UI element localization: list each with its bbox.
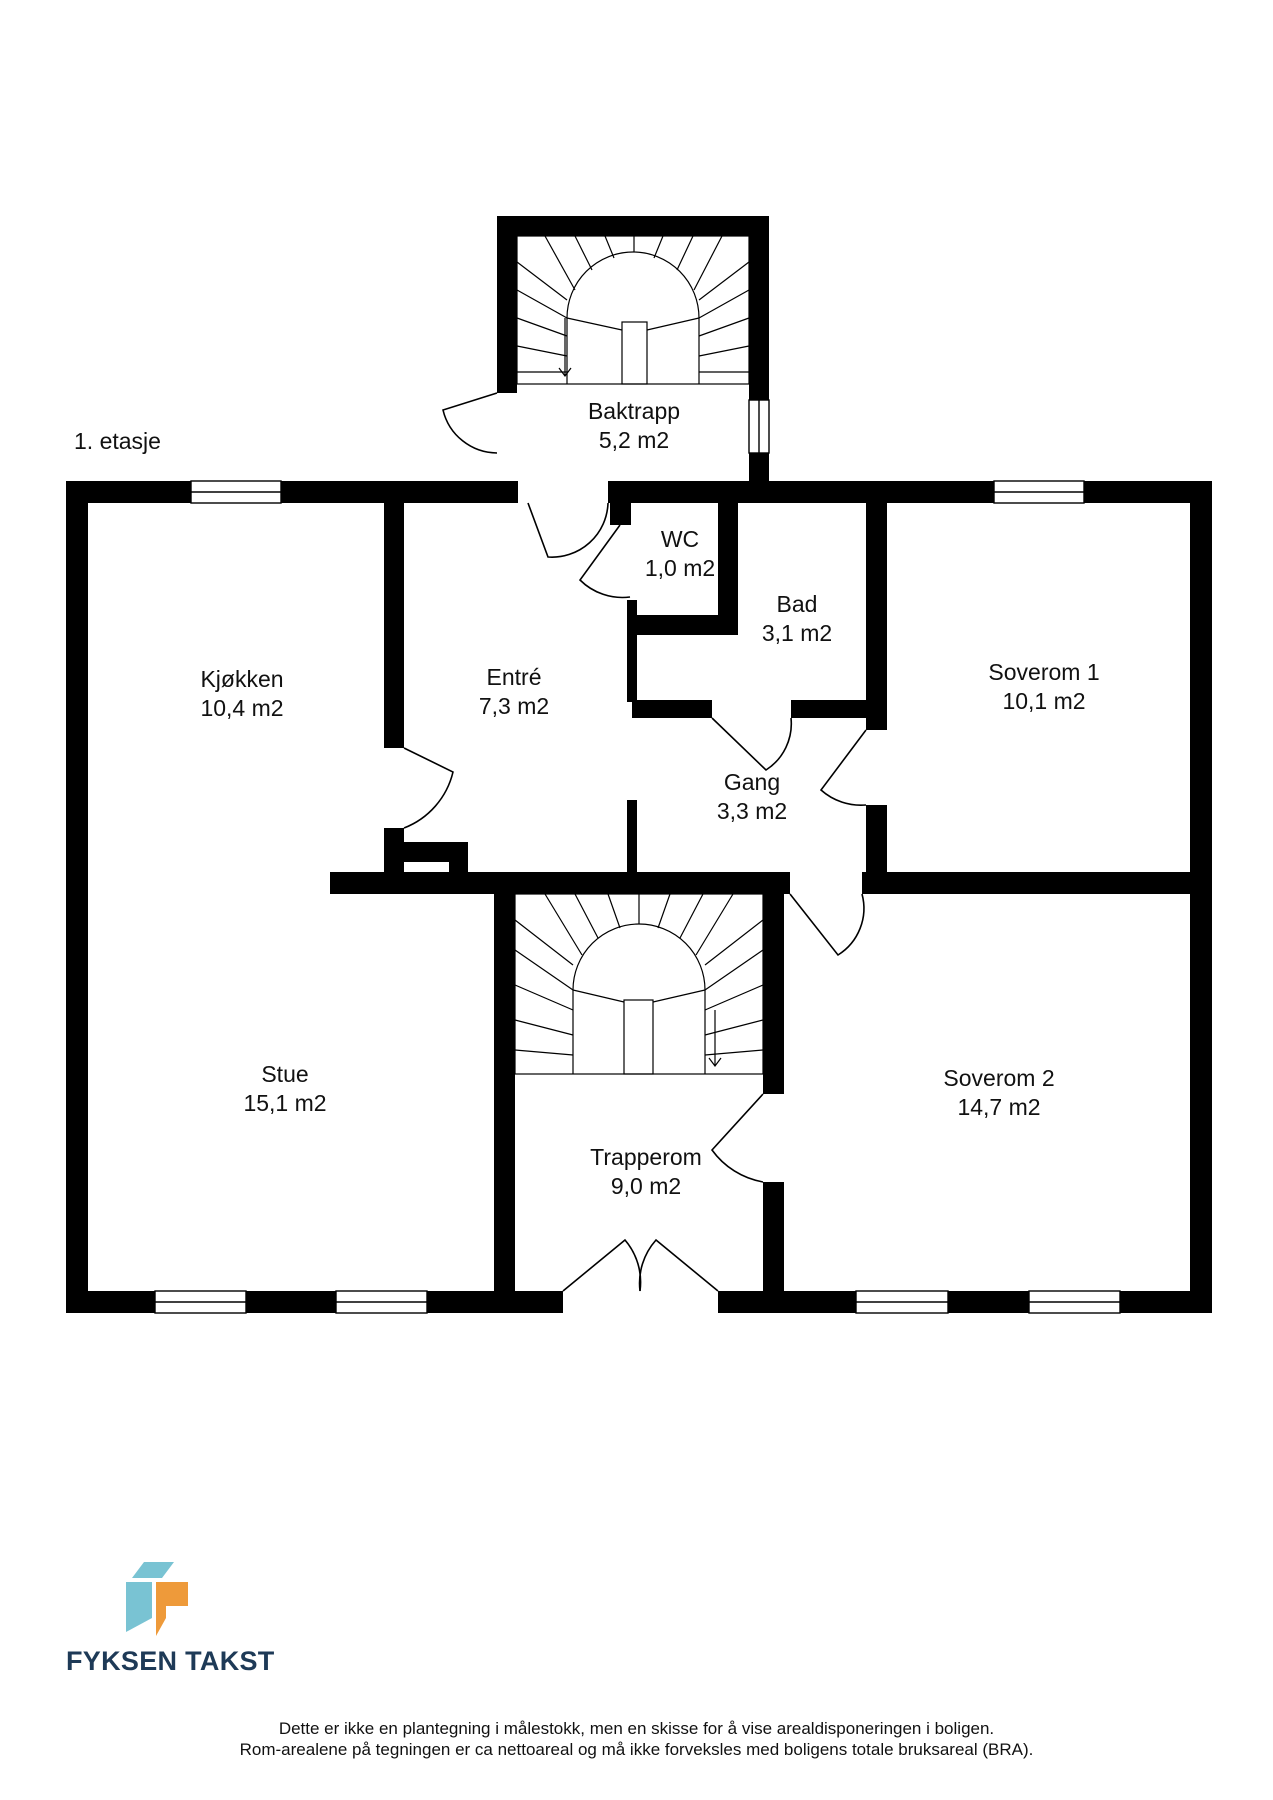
stair-trapperom: [514, 893, 764, 1075]
room-area: 3,1 m2: [761, 620, 833, 646]
room-label-stue: Stue 15,1 m2: [243, 1060, 326, 1118]
door-swings: [403, 392, 867, 1292]
room-area: 7,3 m2: [478, 693, 550, 719]
room-label-entre: Entré 7,3 m2: [479, 663, 549, 721]
room-area: 10,4 m2: [200, 695, 284, 721]
company-logo: FYKSEN TAKST: [66, 1560, 276, 1677]
room-name: Kjøkken: [200, 666, 284, 692]
logo-text: FYKSEN TAKST: [66, 1646, 275, 1676]
room-name: Bad: [776, 591, 818, 617]
room-area: 5,2 m2: [598, 427, 670, 453]
room-area: 14,7 m2: [957, 1094, 1041, 1120]
room-area: 3,3 m2: [716, 798, 788, 824]
room-label-soverom-1: Soverom 1 10,1 m2: [988, 658, 1099, 716]
disclaimer-line-2: Rom-arealene på tegningen er ca nettoare…: [239, 1740, 1034, 1759]
room-name: Soverom 2: [943, 1065, 1055, 1091]
room-label-trapperom: Trapperom 9,0 m2: [590, 1143, 702, 1201]
walls: [66, 216, 1212, 1313]
windows: [154, 399, 1121, 1314]
room-label-kjokken: Kjøkken 10,4 m2: [200, 665, 283, 723]
room-name: Stue: [261, 1061, 309, 1087]
room-label-baktrapp: Baktrapp 5,2 m2: [588, 397, 680, 455]
disclaimer: Dette er ikke en plantegning i målestokk…: [0, 1718, 1273, 1760]
room-label-gang: Gang 3,3 m2: [717, 768, 787, 826]
room-area: 15,1 m2: [243, 1090, 327, 1116]
room-name: Trapperom: [590, 1144, 702, 1170]
room-area: 1,0 m2: [644, 555, 716, 581]
room-name: Baktrapp: [587, 398, 681, 424]
room-name: Soverom 1: [988, 659, 1100, 685]
room-label-bad: Bad 3,1 m2: [762, 590, 832, 648]
room-name: Entré: [486, 664, 542, 690]
room-name: Gang: [723, 769, 781, 795]
floor-label: 1. etasje: [74, 428, 161, 454]
logo-mark-icon: [126, 1562, 188, 1636]
disclaimer-line-1: Dette er ikke en plantegning i målestokk…: [278, 1719, 995, 1738]
room-area: 9,0 m2: [610, 1173, 682, 1199]
room-label-wc: WC 1,0 m2: [645, 525, 715, 583]
room-label-soverom-2: Soverom 2 14,7 m2: [943, 1064, 1054, 1122]
stair-baktrapp: [516, 235, 750, 385]
room-name: WC: [660, 526, 700, 552]
room-area: 10,1 m2: [1002, 688, 1086, 714]
